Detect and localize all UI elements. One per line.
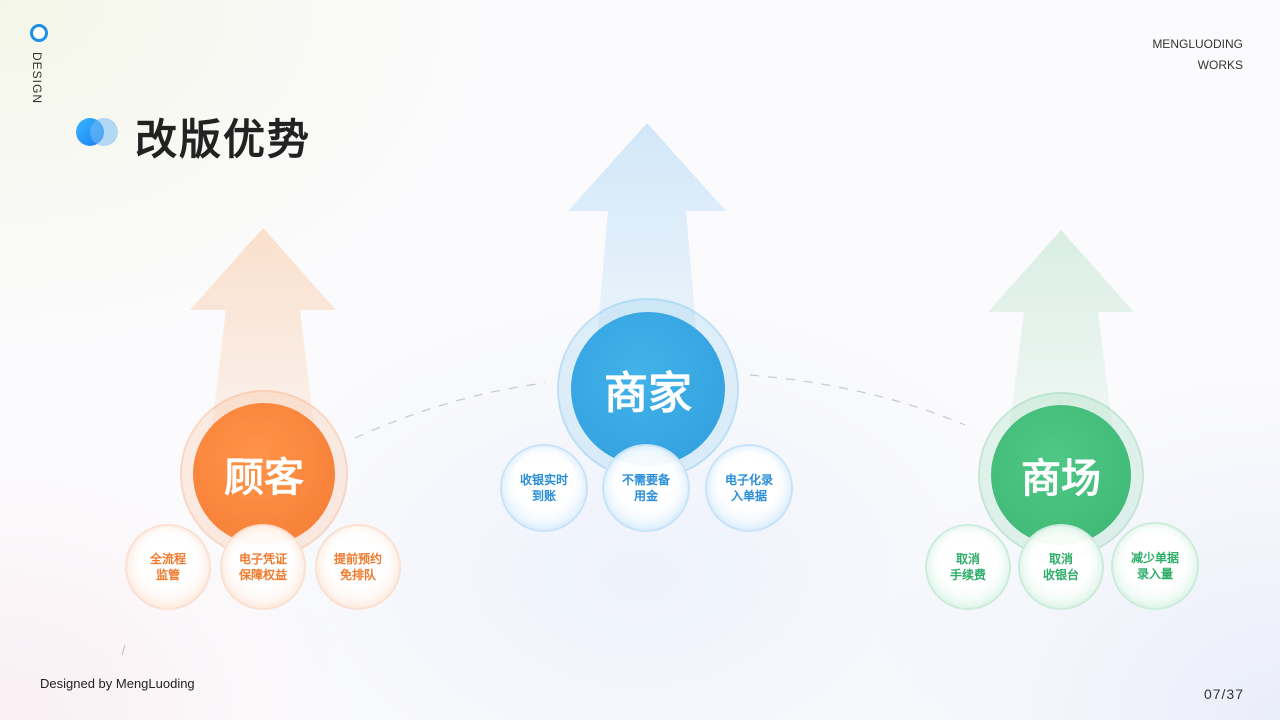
benefit-text: 提前预约 <box>333 552 382 566</box>
benefit-text: 免排队 <box>339 568 376 582</box>
customer-benefit-1: 全流程监管 <box>125 524 211 610</box>
customer-circle: 顾客 <box>193 403 335 545</box>
benefit-text: 不需要备 <box>621 473 670 487</box>
benefit-text: 全流程 <box>149 552 186 566</box>
benefit-text: 录入量 <box>1136 567 1173 581</box>
benefit-text: 手续费 <box>949 568 986 582</box>
mall-arrow <box>988 230 1134 455</box>
designer-credit: Designed by MengLuoding <box>40 676 195 691</box>
merchant-benefit-2: 不需要备用金 <box>602 444 690 532</box>
mall-benefit-2: 取消收银台 <box>1018 524 1104 610</box>
merchant-circle: 商家 <box>571 312 725 466</box>
title-dots-icon <box>76 118 120 146</box>
benefit-text: 减少单据 <box>1130 551 1179 565</box>
benefit-text: 电子化录 <box>724 473 773 487</box>
mall-benefit-1: 取消手续费 <box>925 524 1011 610</box>
page-title: 改版优势 <box>135 115 312 164</box>
benefit-text: 取消 <box>1048 552 1073 566</box>
benefit-text: 保障权益 <box>238 568 287 582</box>
merchant-benefit-3: 电子化录入单据 <box>705 444 793 532</box>
page-indicator: 07/37 <box>1203 686 1244 702</box>
merchant-benefit-1: 收银实时到账 <box>500 444 588 532</box>
brand-label: MENGLUODING WORKS <box>1152 34 1243 76</box>
benefit-text: 入单据 <box>730 489 767 503</box>
benefit-text: 收银台 <box>1042 568 1079 582</box>
benefit-text: 电子凭证 <box>238 552 287 566</box>
benefit-text: 用金 <box>633 489 658 503</box>
benefit-text: 收银实时 <box>519 473 568 487</box>
side-label: DESIGN <box>30 52 44 105</box>
customer-benefit-3: 提前预约免排队 <box>315 524 401 610</box>
benefit-text: 取消 <box>955 552 980 566</box>
customer-benefit-2: 电子凭证保障权益 <box>220 524 306 610</box>
benefit-text: 到账 <box>531 489 556 503</box>
mall-circle: 商场 <box>991 405 1131 545</box>
logo-ring-icon <box>30 24 48 42</box>
brand-line-1: MENGLUODING <box>1152 37 1243 51</box>
benefit-text: 监管 <box>155 568 180 582</box>
mall-benefit-3: 减少单据录入量 <box>1111 522 1199 610</box>
brand-line-2: WORKS <box>1197 58 1243 72</box>
